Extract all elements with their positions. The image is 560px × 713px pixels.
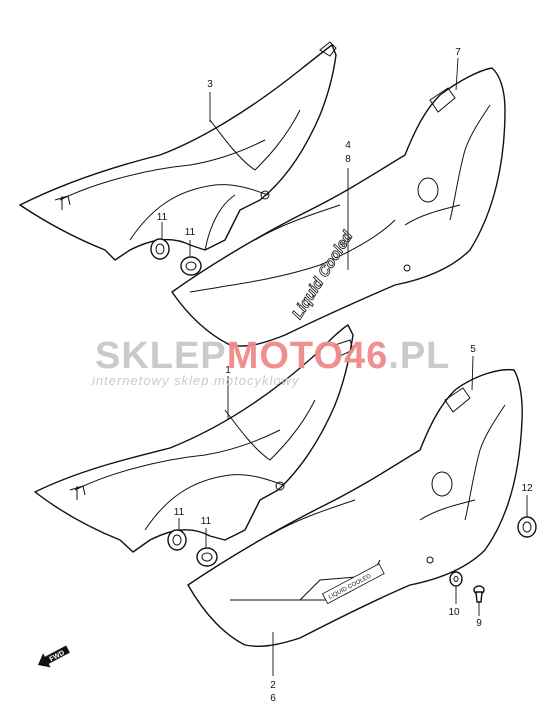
callout-7: 7 — [455, 47, 461, 58]
watermark-tagline: internetowy sklep motocyklowy — [92, 373, 300, 388]
fwd-arrow-icon: FWD — [38, 645, 70, 668]
callout-3: 3 — [207, 79, 213, 90]
callout-1: 1 — [225, 365, 231, 376]
watermark-brand: SKLEPMOTO46.PL — [95, 335, 450, 377]
callout-9: 9 — [476, 618, 482, 629]
watermark: SKLEPMOTO46.PL internetowy sklep motocyk… — [92, 335, 450, 388]
side-cover-upper-outer: Liquid Cooled — [171, 67, 506, 347]
callout-5: 5 — [470, 344, 476, 355]
callout-2: 2 — [270, 680, 276, 691]
grommet-upper-left — [150, 238, 170, 260]
side-cover-lower-outer: LIQUID COOLED — [187, 368, 523, 647]
callout-11-lower-left: 11 — [174, 507, 185, 518]
callout-10: 10 — [448, 607, 460, 618]
callout-11-upper-right: 11 — [185, 227, 196, 238]
grommet-12 — [517, 516, 537, 538]
callout-8: 8 — [345, 154, 351, 165]
grommet-upper-right — [180, 256, 202, 276]
washer-10 — [449, 571, 463, 587]
grommet-lower-left — [167, 529, 187, 551]
leader-lines — [161, 57, 528, 676]
svg-text:FWD: FWD — [49, 650, 66, 664]
callout-11-lower-right: 11 — [201, 516, 212, 527]
callout-11-upper-left: 11 — [157, 212, 168, 223]
frame-cover-upper-inner — [19, 41, 337, 261]
frame-cover-lower-inner — [34, 324, 354, 553]
callout-12: 12 — [521, 483, 533, 494]
screw-9 — [473, 585, 485, 603]
callout-4: 4 — [345, 140, 351, 151]
callout-6: 6 — [270, 693, 276, 704]
grommet-lower-right — [196, 547, 218, 567]
